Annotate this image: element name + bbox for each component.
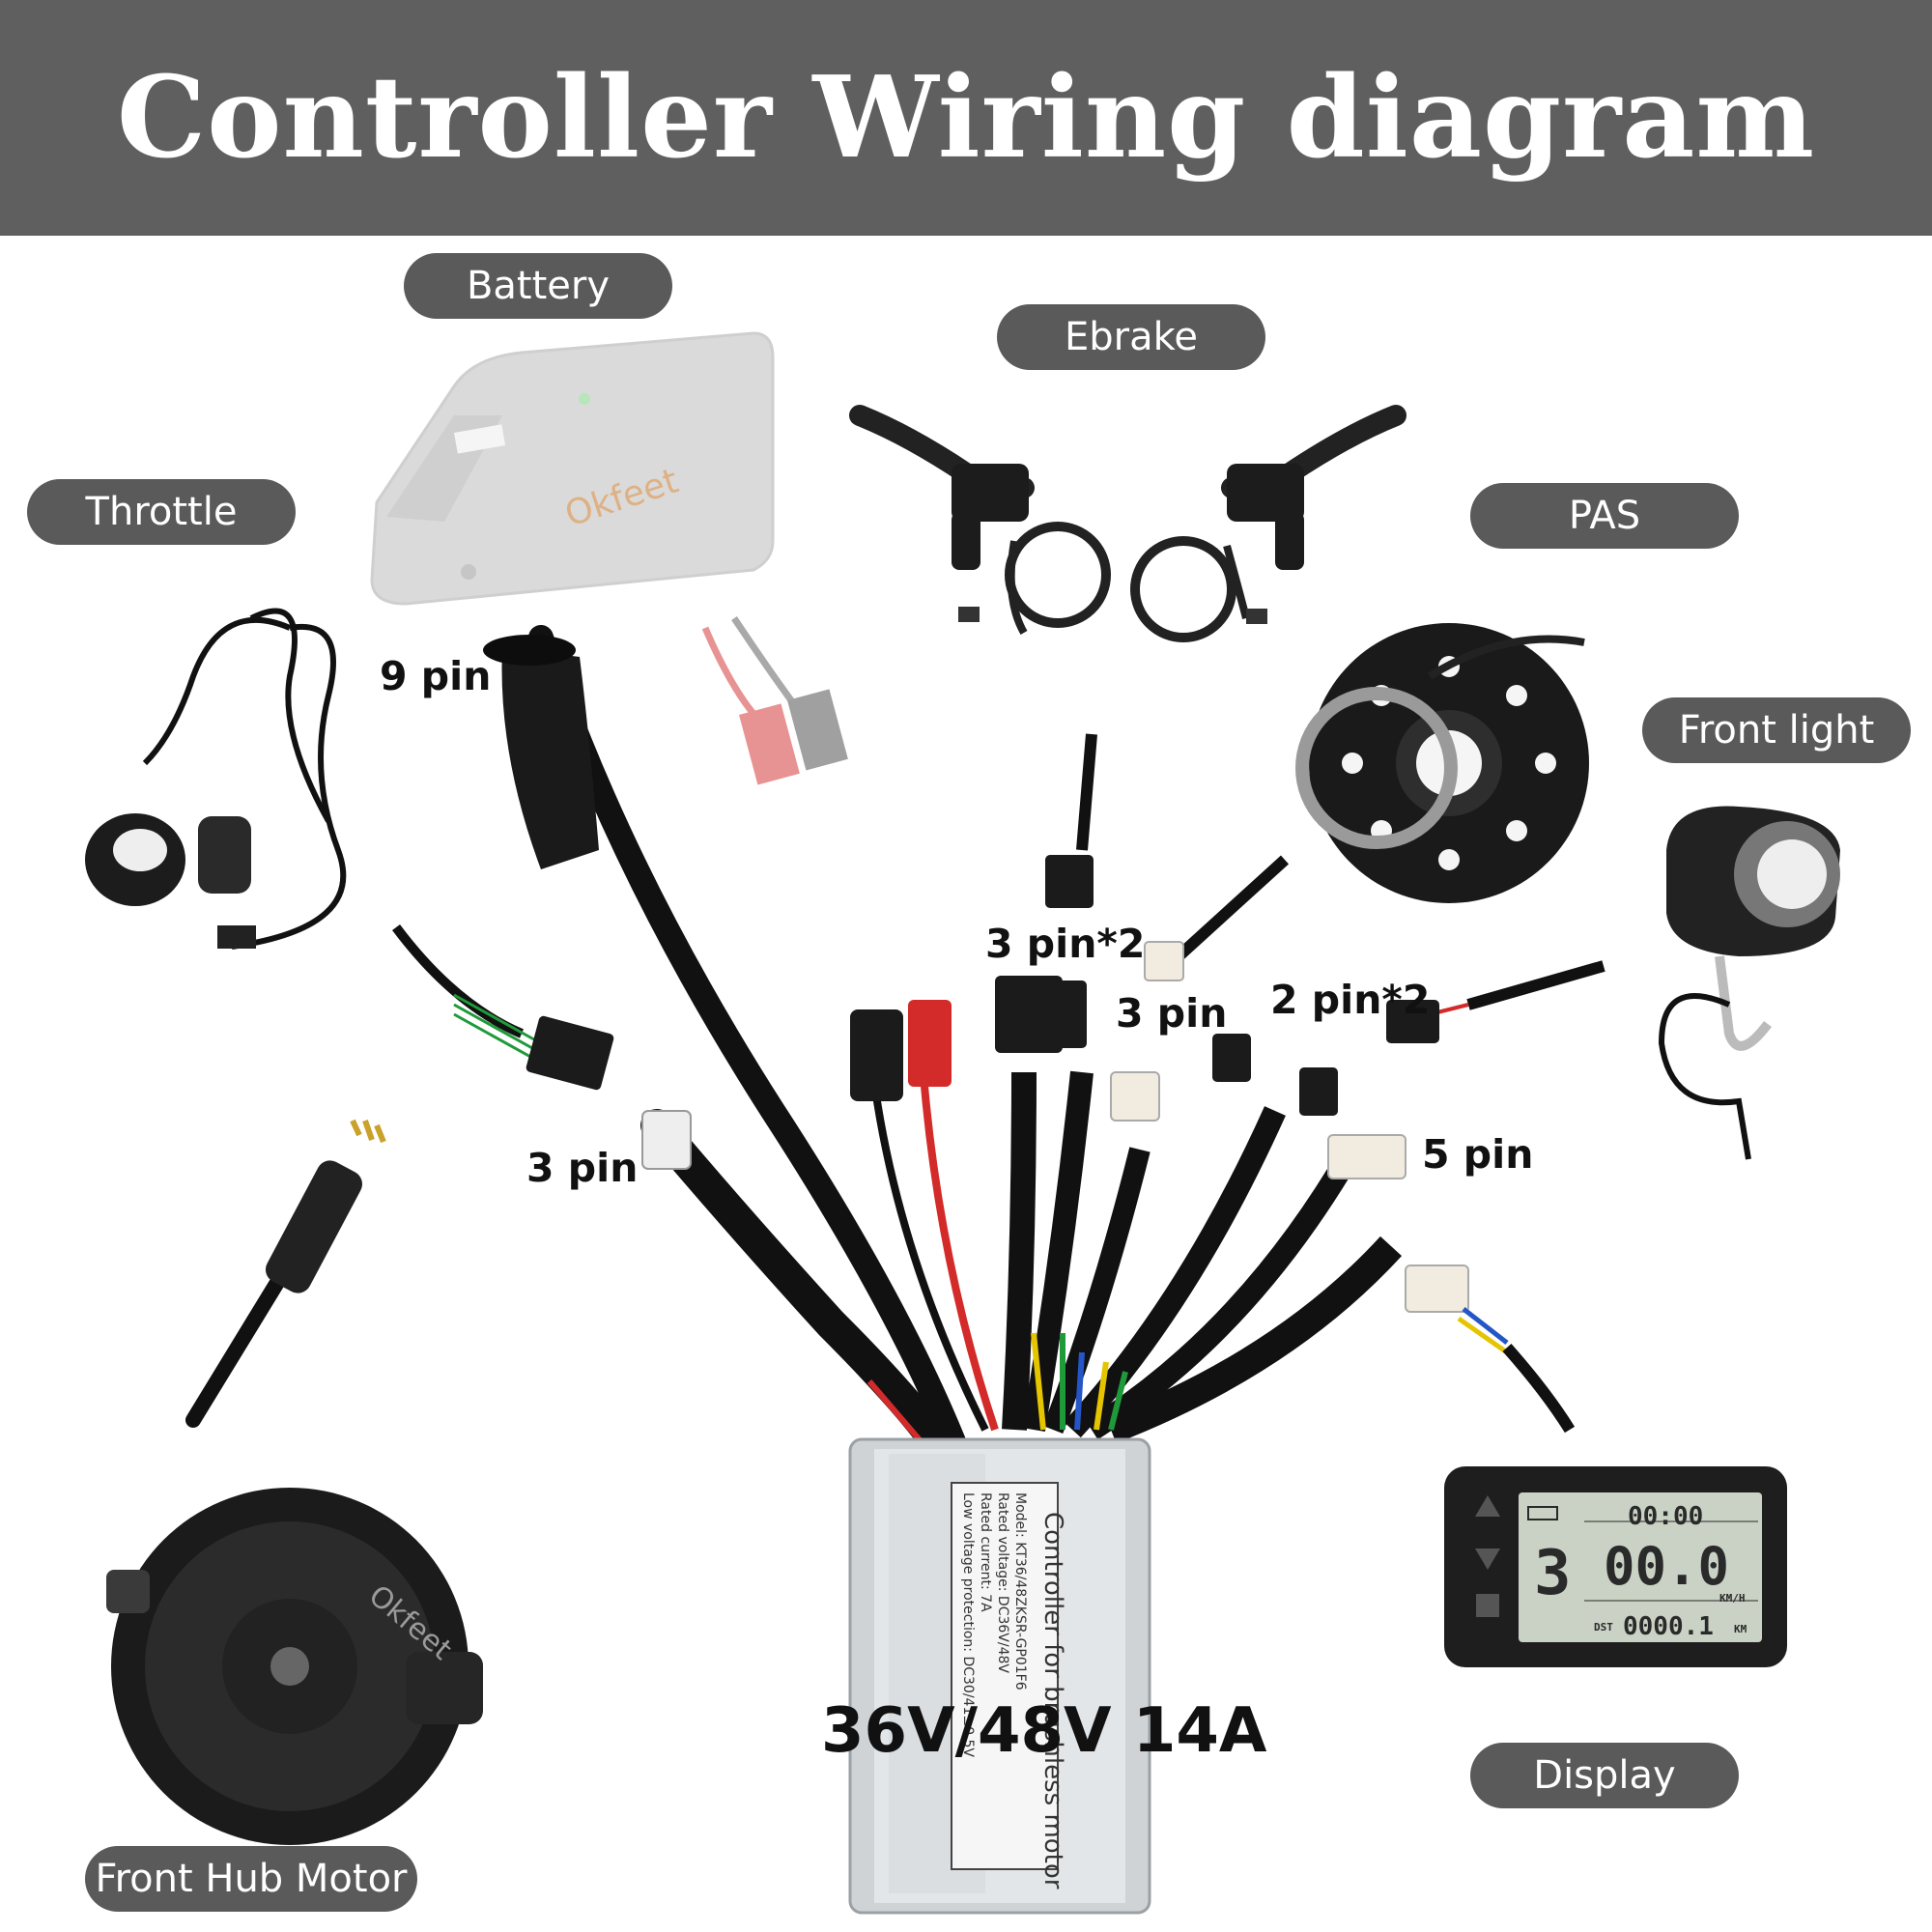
lcd-level: 3 xyxy=(1534,1538,1572,1609)
battery-connector-icon xyxy=(701,616,848,785)
five-pin-label: 5 pin xyxy=(1422,1131,1534,1178)
controller-plate-title: Controller for brushless motor xyxy=(1038,1512,1067,1889)
title-banner xyxy=(0,0,1932,236)
nine-pin-label: 9 pin xyxy=(380,653,492,699)
three-pin-upper-label: 3 pin xyxy=(1116,990,1228,1037)
nine-pin-cable-icon xyxy=(483,625,969,1462)
throttle-label: Throttle xyxy=(27,479,296,545)
controller-plate-line: Low voltage protection: DC30/41±0.5V xyxy=(960,1492,976,1757)
throttle-plug-icon xyxy=(392,923,614,1091)
controller-box-icon xyxy=(848,1437,1151,1915)
controller-plate-line: Rated voltage: DC36V/48V xyxy=(995,1492,1010,1673)
wire-bundle-icon xyxy=(995,976,1406,1443)
pas-sensor-icon xyxy=(1295,623,1589,903)
lcd-clock: 00:00 xyxy=(1628,1502,1703,1531)
battery-label: Battery xyxy=(404,253,672,319)
ebrake-label: Ebrake xyxy=(997,304,1265,370)
display-label: Display xyxy=(1470,1743,1739,1808)
hub-motor-icon xyxy=(106,1488,483,1845)
lcd-speed: 00.0 xyxy=(1604,1536,1729,1597)
display-unit-icon xyxy=(1444,1466,1787,1667)
front-light-icon xyxy=(1658,806,1840,1160)
lcd-dst-label: DST xyxy=(1594,1621,1613,1634)
three-pin-left-cable-icon xyxy=(640,1109,958,1465)
controller-rating: 36V/48V 14A xyxy=(821,1695,1267,1767)
display-cable-icon xyxy=(1405,1264,1576,1434)
controller-plate-line: Rated current: 7A xyxy=(978,1492,993,1612)
battery-pack-icon xyxy=(370,331,775,606)
battery-wire-connectors-icon xyxy=(850,1000,999,1432)
lcd-speed-unit: KM/H xyxy=(1719,1592,1746,1605)
controller-plate-line: Model: KT36/48ZKSR-GP01F6 xyxy=(1012,1492,1028,1690)
three-pin-left-label: 3 pin xyxy=(526,1145,639,1191)
pas-label: PAS xyxy=(1470,483,1739,549)
front-light-label: Front light xyxy=(1642,697,1911,763)
ebrake-levers-icon xyxy=(849,405,1406,642)
lcd-distance-unit: KM xyxy=(1734,1623,1747,1635)
two-pin-x2-label: 2 pin*2 xyxy=(1270,977,1431,1023)
page-title: Controller Wiring diagram xyxy=(116,52,1816,184)
throttle-icon xyxy=(85,608,347,950)
lcd-distance: 0000.1 xyxy=(1623,1612,1714,1641)
front-hub-motor-label: Front Hub Motor xyxy=(85,1846,417,1912)
loose-plugs-icon xyxy=(1045,733,1605,1043)
motor-connector-icon xyxy=(185,1119,386,1428)
three-pin-x2-label: 3 pin*2 xyxy=(985,921,1146,967)
